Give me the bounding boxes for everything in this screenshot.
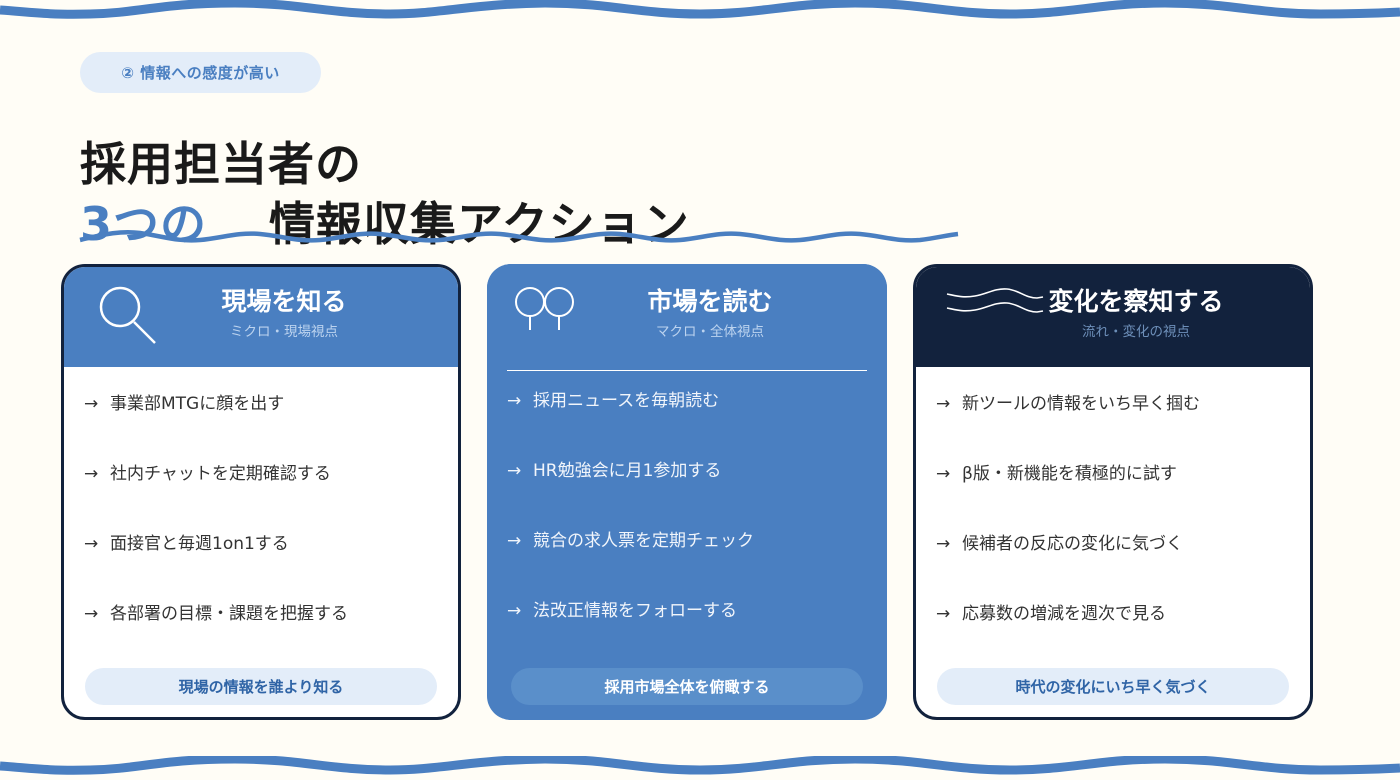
- magnifier-icon: [99, 286, 156, 344]
- arrow-right-icon: →: [84, 464, 99, 484]
- top-wave-decoration: [0, 0, 1400, 19]
- card-subtitle: マクロ・全体視点: [656, 324, 764, 340]
- card-title: 現場を知る: [221, 287, 347, 316]
- title-wave-underline: [79, 230, 959, 243]
- card-header: 現場を知る ミクロ・現場視点: [64, 267, 458, 367]
- card-summary-pill: 時代の変化にいち早く気づく: [937, 668, 1289, 705]
- item-text: 採用ニュースを毎朝読む: [533, 391, 720, 411]
- arrow-right-icon: →: [84, 534, 99, 554]
- arrow-right-icon: →: [507, 391, 522, 411]
- list-item: → 事業部MTGに顔を出す: [84, 389, 442, 459]
- action-list: → 新ツールの情報をいち早く掴む → β版・新機能を積極的に試す → 候補者の反応の変…: [936, 389, 1294, 669]
- arrow-right-icon: →: [84, 394, 99, 414]
- item-text: β版・新機能を積極的に試す: [962, 464, 1177, 484]
- arrow-right-icon: →: [936, 464, 951, 484]
- card-subtitle: ミクロ・現場視点: [230, 324, 338, 340]
- page-title-line1: 採用担当者の: [80, 137, 362, 191]
- card-title: 変化を察知する: [1048, 287, 1224, 316]
- arrow-right-icon: →: [507, 461, 522, 481]
- item-text: HR勉強会に月1参加する: [533, 461, 722, 481]
- title-rest-text: 情報収集アクション: [269, 197, 690, 251]
- item-text: 社内チャットを定期確認する: [110, 464, 331, 484]
- item-text: 面接官と毎週1on1する: [110, 534, 289, 554]
- list-item: → 面接官と毎週1on1する: [84, 529, 442, 599]
- arrow-right-icon: →: [936, 604, 951, 624]
- binoculars-icon: [515, 287, 574, 330]
- arrow-right-icon: →: [507, 601, 522, 621]
- list-item: → 法改正情報をフォローする: [507, 596, 871, 666]
- list-item: → 競合の求人票を定期チェック: [507, 526, 871, 596]
- arrow-right-icon: →: [507, 531, 522, 551]
- item-text: 事業部MTGに顔を出す: [110, 394, 285, 414]
- item-text: 候補者の反応の変化に気づく: [962, 534, 1183, 554]
- card-title: 市場を読む: [647, 287, 773, 316]
- action-list: → 採用ニュースを毎朝読む → HR勉強会に月1参加する → 競合の求人票を定期チェッ…: [507, 386, 871, 666]
- card-field-knowledge: 現場を知る ミクロ・現場視点 → 事業部MTGに顔を出す → 社内チャットを定期確認…: [61, 264, 461, 720]
- card-header: 変化を察知する 流れ・変化の視点: [916, 267, 1310, 367]
- arrow-right-icon: →: [84, 604, 99, 624]
- item-text: 応募数の増減を週次で見る: [962, 604, 1166, 624]
- list-item: → 各部署の目標・課題を把握する: [84, 599, 442, 669]
- header-divider: [507, 370, 867, 371]
- card-header: 市場を読む マクロ・全体視点: [487, 264, 887, 365]
- section-tag: ② 情報への感度が高い: [80, 52, 321, 93]
- arrow-right-icon: →: [936, 534, 951, 554]
- card-subtitle: 流れ・変化の視点: [1082, 324, 1190, 340]
- list-item: → 採用ニュースを毎朝読む: [507, 386, 871, 456]
- card-market-reading: 市場を読む マクロ・全体視点 → 採用ニュースを毎朝読む → HR勉強会に月1参加す…: [487, 264, 887, 720]
- page-title-line2: 3つの情報収集アクション: [80, 188, 690, 254]
- wave-icon: [946, 288, 1044, 313]
- list-item: → β版・新機能を積極的に試す: [936, 459, 1294, 529]
- card-change-detection: 変化を察知する 流れ・変化の視点 → 新ツールの情報をいち早く掴む → β版・新機能…: [913, 264, 1313, 720]
- list-item: → 社内チャットを定期確認する: [84, 459, 442, 529]
- card-summary-pill: 現場の情報を誰より知る: [85, 668, 437, 705]
- item-text: 競合の求人票を定期チェック: [533, 531, 754, 551]
- item-text: 各部署の目標・課題を把握する: [110, 604, 348, 624]
- item-text: 法改正情報をフォローする: [533, 601, 737, 621]
- list-item: → HR勉強会に月1参加する: [507, 456, 871, 526]
- list-item: → 新ツールの情報をいち早く掴む: [936, 389, 1294, 459]
- action-list: → 事業部MTGに顔を出す → 社内チャットを定期確認する → 面接官と毎週1on1す…: [84, 389, 442, 669]
- item-text: 新ツールの情報をいち早く掴む: [962, 394, 1200, 414]
- bottom-wave-decoration: [0, 756, 1400, 775]
- list-item: → 候補者の反応の変化に気づく: [936, 529, 1294, 599]
- card-summary-pill: 採用市場全体を俯瞰する: [511, 668, 863, 705]
- arrow-right-icon: →: [936, 394, 951, 414]
- list-item: → 応募数の増減を週次で見る: [936, 599, 1294, 669]
